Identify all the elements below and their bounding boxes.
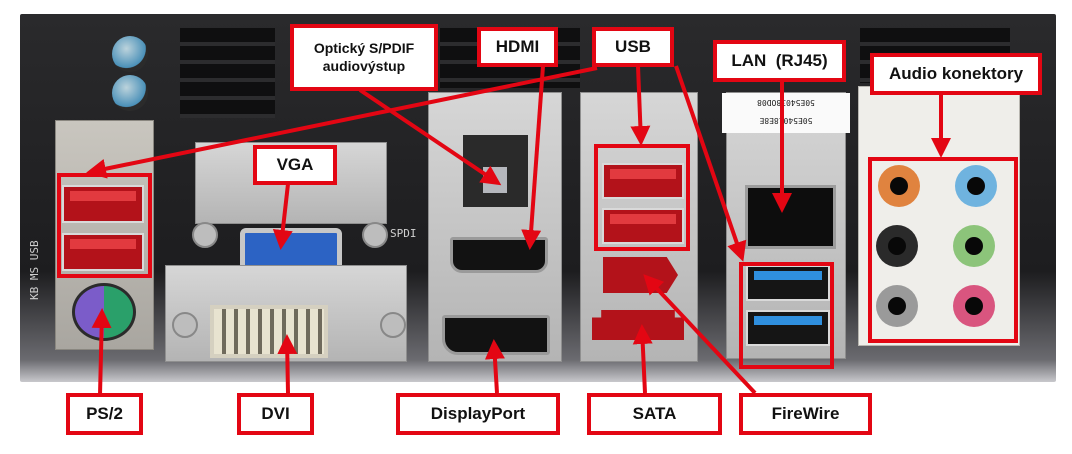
- mac-sticker: 50E54038OD08 50E54018E8E: [722, 93, 850, 133]
- vga-screw: [192, 222, 218, 248]
- label-displayport: DisplayPort: [396, 393, 560, 435]
- usb3-port[interactable]: [746, 265, 830, 301]
- leader-sata: [632, 324, 653, 394]
- usb2-port[interactable]: [602, 163, 684, 199]
- dvi-screw: [380, 312, 406, 338]
- audio-highlight: [868, 157, 1018, 343]
- audio-jack-orange[interactable]: [878, 165, 920, 207]
- dvi-screw: [172, 312, 198, 338]
- firewire-port[interactable]: [603, 257, 678, 293]
- leader-vga: [272, 183, 293, 250]
- usb2-port[interactable]: [602, 208, 684, 244]
- leader-usb-center: [630, 65, 651, 146]
- label-hdmi: HDMI: [477, 27, 558, 67]
- usb2-port[interactable]: [62, 185, 144, 223]
- audio-jack-pink[interactable]: [953, 285, 995, 327]
- label-vga: VGA: [253, 145, 337, 185]
- label-ps2: PS/2: [66, 393, 143, 435]
- audio-jack-green[interactable]: [953, 225, 995, 267]
- label-lan: LAN (RJ45): [713, 40, 846, 82]
- leader-spdif: [358, 88, 502, 186]
- leader-dvi: [277, 334, 298, 394]
- leader-firewire: [643, 274, 757, 395]
- usb3-port[interactable]: [746, 310, 830, 346]
- label-firewire: FireWire: [739, 393, 872, 435]
- capacitor: [112, 75, 148, 111]
- audio-jack-blue[interactable]: [955, 165, 997, 207]
- label-usb: USB: [592, 27, 674, 67]
- label-spdif: Optický S/PDIF audiovýstup: [290, 24, 438, 91]
- usb2-port[interactable]: [62, 233, 144, 271]
- spdif-board-text: SPDI: [390, 227, 417, 240]
- usb-highlight-center: [594, 144, 690, 251]
- label-audio: Audio konektory: [870, 53, 1042, 95]
- leader-hdmi: [521, 65, 545, 250]
- capacitor: [112, 36, 148, 72]
- usb3-highlight: [739, 262, 834, 369]
- leader-usb-left: [86, 66, 598, 179]
- audio-jack-gray[interactable]: [876, 285, 918, 327]
- label-dvi: DVI: [237, 393, 314, 435]
- leader-displayport: [484, 339, 505, 394]
- audio-jack-black[interactable]: [876, 225, 918, 267]
- leader-ps2: [91, 308, 112, 396]
- label-sata: SATA: [587, 393, 722, 435]
- heatsink: [180, 28, 275, 118]
- vga-screw: [362, 222, 388, 248]
- dvi-port[interactable]: [210, 305, 328, 358]
- leader-usb3: [674, 65, 747, 262]
